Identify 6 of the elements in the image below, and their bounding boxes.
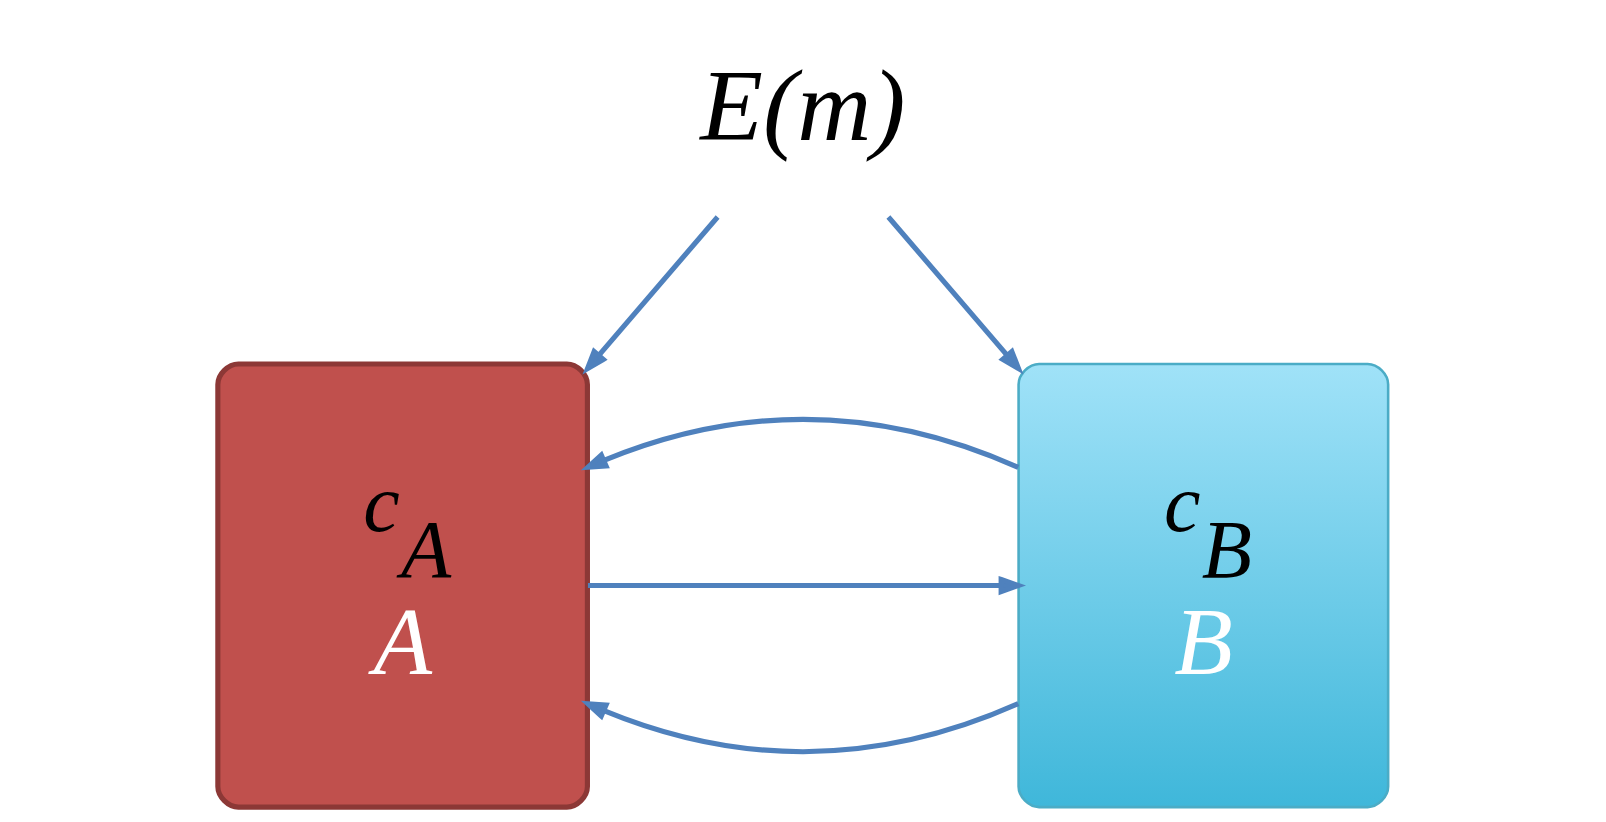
arrow xyxy=(886,215,1024,375)
node-text: E(m) xyxy=(700,48,906,162)
arrow xyxy=(587,575,1027,596)
arrow xyxy=(580,700,1020,755)
arrow xyxy=(582,215,720,375)
arrow xyxy=(580,416,1020,471)
